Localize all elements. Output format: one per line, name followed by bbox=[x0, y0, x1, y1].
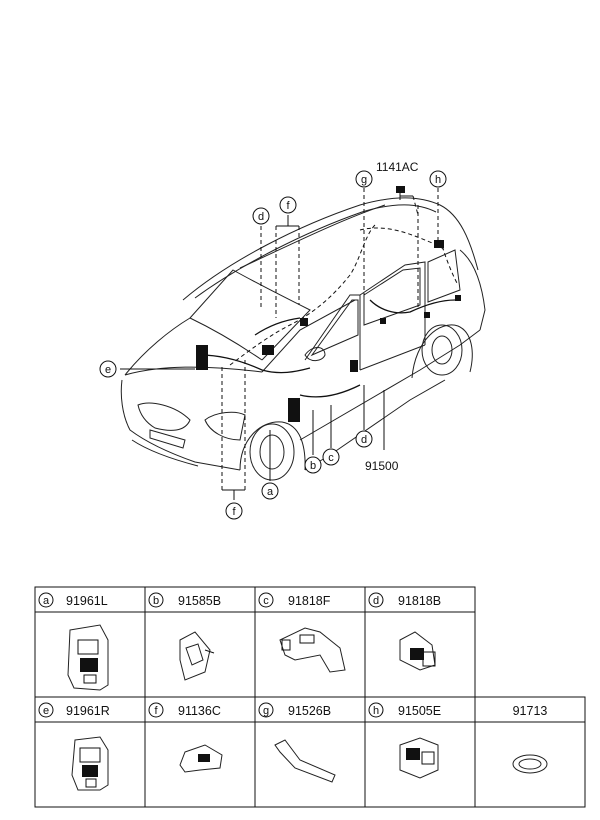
callout-e: e bbox=[99, 360, 117, 378]
part-image-91818B bbox=[399, 631, 436, 671]
svg-text:f: f bbox=[154, 705, 158, 717]
part-image-91713 bbox=[512, 754, 548, 774]
svg-text:e: e bbox=[43, 705, 49, 717]
svg-text:d: d bbox=[373, 595, 379, 607]
svg-text:h: h bbox=[435, 174, 441, 186]
svg-text:a: a bbox=[43, 595, 50, 607]
main-harness-part-number: 91500 bbox=[365, 459, 399, 473]
callout-f-bottom: f bbox=[225, 502, 243, 520]
callout-b: b bbox=[304, 456, 322, 474]
svg-text:91526B: 91526B bbox=[288, 704, 331, 718]
svg-text:91505E: 91505E bbox=[398, 704, 441, 718]
parts-table-grid bbox=[34, 586, 586, 808]
svg-text:b: b bbox=[310, 460, 316, 472]
part-image-91818F bbox=[279, 627, 346, 673]
svg-text:f: f bbox=[286, 200, 290, 212]
svg-text:91585B: 91585B bbox=[178, 594, 221, 608]
wiring-diagram: e d f g h f a b c d 1141AC 91500 bbox=[99, 160, 486, 520]
svg-text:c: c bbox=[328, 452, 334, 464]
bolt-icon bbox=[396, 186, 405, 200]
parts-cell-h: h 91505E bbox=[368, 702, 441, 718]
svg-text:h: h bbox=[373, 705, 379, 717]
parts-cell-a: a 91961L bbox=[38, 592, 108, 608]
part-image-91505E bbox=[399, 737, 439, 779]
parts-cell-c: c 91818F bbox=[258, 592, 331, 608]
callout-f-top: f bbox=[279, 196, 297, 214]
svg-text:g: g bbox=[361, 174, 367, 186]
car-body bbox=[120, 197, 486, 481]
parts-cell-e: e 91961R bbox=[38, 702, 110, 718]
svg-text:f: f bbox=[232, 506, 236, 518]
parts-cell-grommet: 91713 bbox=[513, 704, 548, 718]
callout-h: h bbox=[429, 170, 447, 188]
parts-cell-b: b 91585B bbox=[148, 592, 221, 608]
svg-text:b: b bbox=[153, 595, 159, 607]
part-image-91961R bbox=[71, 736, 109, 791]
parts-cell-f: f 91136C bbox=[148, 702, 221, 718]
callout-d-bottom: d bbox=[355, 430, 373, 448]
wiring-harness bbox=[196, 224, 461, 422]
svg-text:91961L: 91961L bbox=[66, 594, 108, 608]
callout-a: a bbox=[261, 482, 279, 500]
svg-text:91136C: 91136C bbox=[178, 704, 221, 718]
svg-text:91818B: 91818B bbox=[398, 594, 441, 608]
part-image-91585B bbox=[179, 631, 215, 681]
svg-text:d: d bbox=[258, 211, 264, 223]
svg-text:91961R: 91961R bbox=[66, 704, 110, 718]
svg-text:e: e bbox=[105, 364, 111, 376]
bolt-part-number: 1141AC bbox=[376, 160, 419, 174]
svg-text:g: g bbox=[263, 705, 269, 717]
leader-lines bbox=[120, 188, 439, 500]
parts-cell-g: g 91526B bbox=[258, 702, 331, 718]
part-image-91961L bbox=[67, 624, 109, 691]
svg-text:c: c bbox=[263, 595, 269, 607]
svg-text:91818F: 91818F bbox=[288, 594, 331, 608]
part-image-91526B bbox=[274, 739, 336, 783]
part-image-91136C bbox=[179, 744, 223, 773]
svg-text:91713: 91713 bbox=[513, 704, 548, 718]
callout-g: g bbox=[355, 170, 373, 188]
callout-d-top: d bbox=[252, 207, 270, 225]
svg-text:a: a bbox=[267, 486, 274, 498]
parts-cell-d: d 91818B bbox=[368, 592, 441, 608]
svg-text:d: d bbox=[361, 434, 367, 446]
callout-c: c bbox=[322, 448, 340, 466]
